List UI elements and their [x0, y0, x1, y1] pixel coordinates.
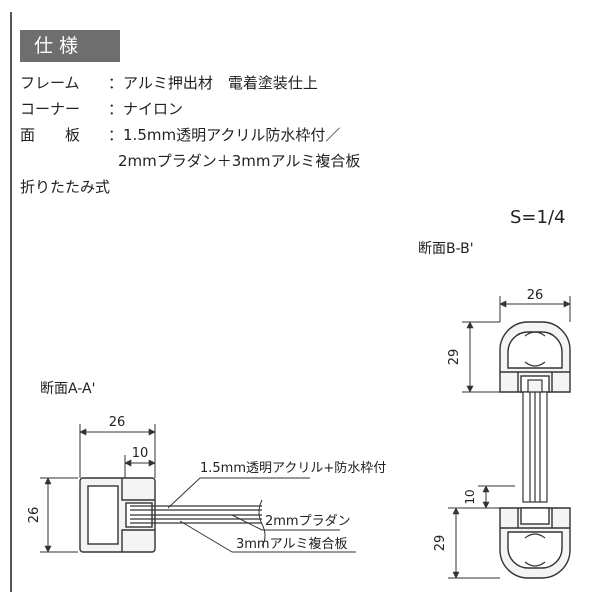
spec-frame-sep: ： [108, 74, 124, 92]
section-b-dim-top: 29 [447, 349, 462, 366]
section-b-title: 断面B-B' [418, 241, 474, 257]
section-a-dim-inner: 10 [132, 446, 149, 461]
section-a-leaders [167, 477, 356, 553]
spec-face-2: 2mmプラダン＋3mmアルミ複合板 [20, 148, 360, 174]
spec-frame-value: アルミ押出材 電着塗装仕上 [123, 74, 318, 92]
spec-face: 面 板 ：1.5mm透明アクリル防水枠付／ [20, 122, 360, 148]
spec-frame-label: フレーム [20, 74, 80, 92]
spec-corner-sep: ： [108, 100, 124, 118]
section-b-top-profile [499, 321, 571, 393]
section-a-dim-width: 26 [109, 415, 126, 430]
spec-face-value-1: 1.5mm透明アクリル防水枠付／ [123, 126, 341, 144]
section-b-bottom-cutouts [524, 533, 546, 567]
spec-corner-label: コーナー [20, 100, 81, 118]
spec-corner: コーナー ：ナイロン [20, 96, 360, 122]
section-b-dim-width: 26 [527, 288, 544, 303]
section-b-panel [522, 379, 548, 503]
section-b-bottom-profile [499, 507, 571, 579]
spec-header: 仕様 [20, 30, 120, 62]
spec-face-label: 面 板 [20, 126, 81, 144]
spec-face-sep: ： [108, 126, 124, 144]
left-border-rule [10, 12, 12, 592]
spec-frame: フレーム ：アルミ押出材 電着塗装仕上 [20, 70, 360, 96]
section-b-dim-bottom: 29 [433, 535, 448, 552]
section-a-callout-1: 1.5mm透明アクリル+防水枠付 [200, 460, 386, 476]
section-b-dim-inner: 10 [463, 489, 477, 504]
section-a-dim-height: 26 [27, 507, 42, 524]
spec-fold: 折りたたみ式 [20, 174, 360, 200]
section-a-callout-3: 3mmアルミ複合板 [236, 536, 347, 552]
spec-corner-value: ナイロン [123, 100, 184, 118]
section-a-title: 断面A-A' [40, 381, 95, 397]
spec-list: フレーム：アルミ押出材 電着塗装仕上 コーナー：ナイロン 面 板：1.5mm透明… [20, 70, 360, 200]
spec-fold-text: 折りたたみ式 [20, 178, 111, 196]
section-a-callout-2: 2mmプラダン [265, 514, 351, 529]
scale-label: S=1/4 [510, 207, 566, 228]
spec-face-value-2: 2mmプラダン＋3mmアルミ複合板 [118, 152, 361, 170]
section-b-top-cutouts [524, 331, 546, 367]
